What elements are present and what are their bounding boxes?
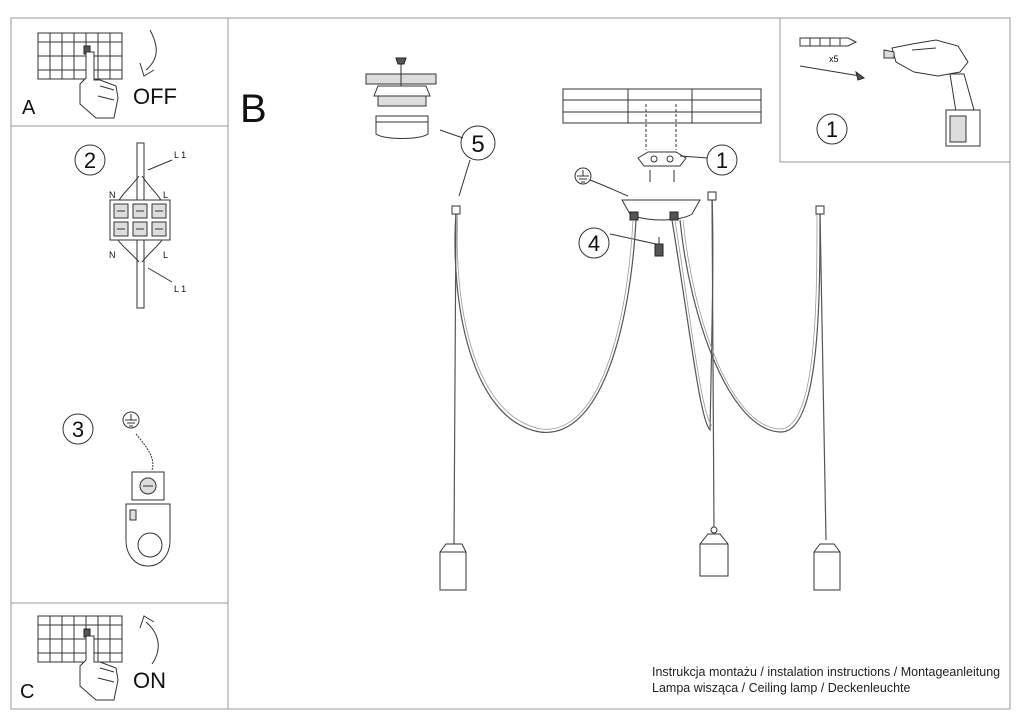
- footer-instructions: Instrukcja montażu / instalation instruc…: [652, 665, 1001, 679]
- wiring-l1-bottom: L 1: [174, 284, 186, 294]
- panel-c: C ON: [10, 602, 229, 710]
- screw-icon: [799, 65, 866, 81]
- footer: Instrukcja montażu / instalation instruc…: [652, 664, 1000, 696]
- canopy: [621, 199, 701, 221]
- ground-diagram: 3: [62, 411, 171, 567]
- panel-a-switch-label: OFF: [133, 84, 177, 109]
- lamp-socket-icon: [813, 543, 841, 591]
- wiring-l-top: L: [163, 190, 168, 200]
- ground-symbol-icon: [574, 167, 629, 197]
- wiring-l1-top: L 1: [174, 150, 186, 160]
- dowel-icon: [799, 37, 858, 47]
- step-3-badge: [62, 413, 94, 445]
- step-4-badge: [578, 227, 610, 259]
- hand-icon: [79, 635, 119, 701]
- footer-product-type: Lampa wisząca / Ceiling lamp / Deckenleu…: [652, 681, 911, 695]
- panel-b-letter: B: [240, 87, 267, 131]
- arrow-up-icon: [139, 615, 159, 665]
- step-2-badge: [74, 144, 106, 176]
- hand-icon: [79, 51, 119, 119]
- breaker-icon: [37, 615, 123, 663]
- canopy-exploded: [365, 57, 437, 139]
- ground-symbol-icon: [122, 411, 140, 429]
- wiring-n-bottom: N: [109, 250, 116, 260]
- tools-box: x5 1: [779, 17, 1011, 163]
- panel-a-letter: A: [22, 97, 36, 119]
- pendant-cables: [451, 191, 827, 545]
- page-frame: [10, 17, 1011, 710]
- step-1-bracket-number: 1: [716, 148, 728, 173]
- cable-cap-icon: [654, 237, 664, 257]
- lamp-socket-icon: [699, 526, 729, 577]
- breaker-icon: [37, 32, 123, 80]
- panel-c-letter: C: [20, 681, 34, 703]
- screw-count: x5: [829, 54, 839, 64]
- lamp-socket-icon: [439, 543, 467, 591]
- wiring-l-bottom: L: [163, 250, 168, 260]
- panel-c-switch-label: ON: [133, 668, 166, 693]
- ceiling-slab: [562, 88, 762, 150]
- panel-a-frame: [10, 17, 229, 127]
- step-1-tools-number: 1: [826, 117, 838, 142]
- panel-a: A OFF: [10, 17, 229, 127]
- step-1-tools-badge: [816, 113, 848, 145]
- wiring-n-top: N: [109, 190, 116, 200]
- terminal-block-icon: [109, 199, 171, 241]
- step-1-bracket-badge: [706, 144, 738, 176]
- step-4-number: 4: [588, 231, 600, 256]
- drill-icon: [883, 39, 981, 147]
- step-5-badge: [460, 125, 496, 161]
- step-5-number: 5: [471, 131, 484, 158]
- tools-box-frame: [779, 17, 1011, 163]
- wiring-diagram: 2 L 1 N L N L L 1: [74, 142, 186, 309]
- arrow-down-icon: [139, 29, 157, 77]
- step-2-number: 2: [84, 148, 96, 173]
- step-3-number: 3: [72, 417, 84, 442]
- mounting-bracket: [637, 151, 709, 182]
- panel-c-frame: [10, 602, 229, 710]
